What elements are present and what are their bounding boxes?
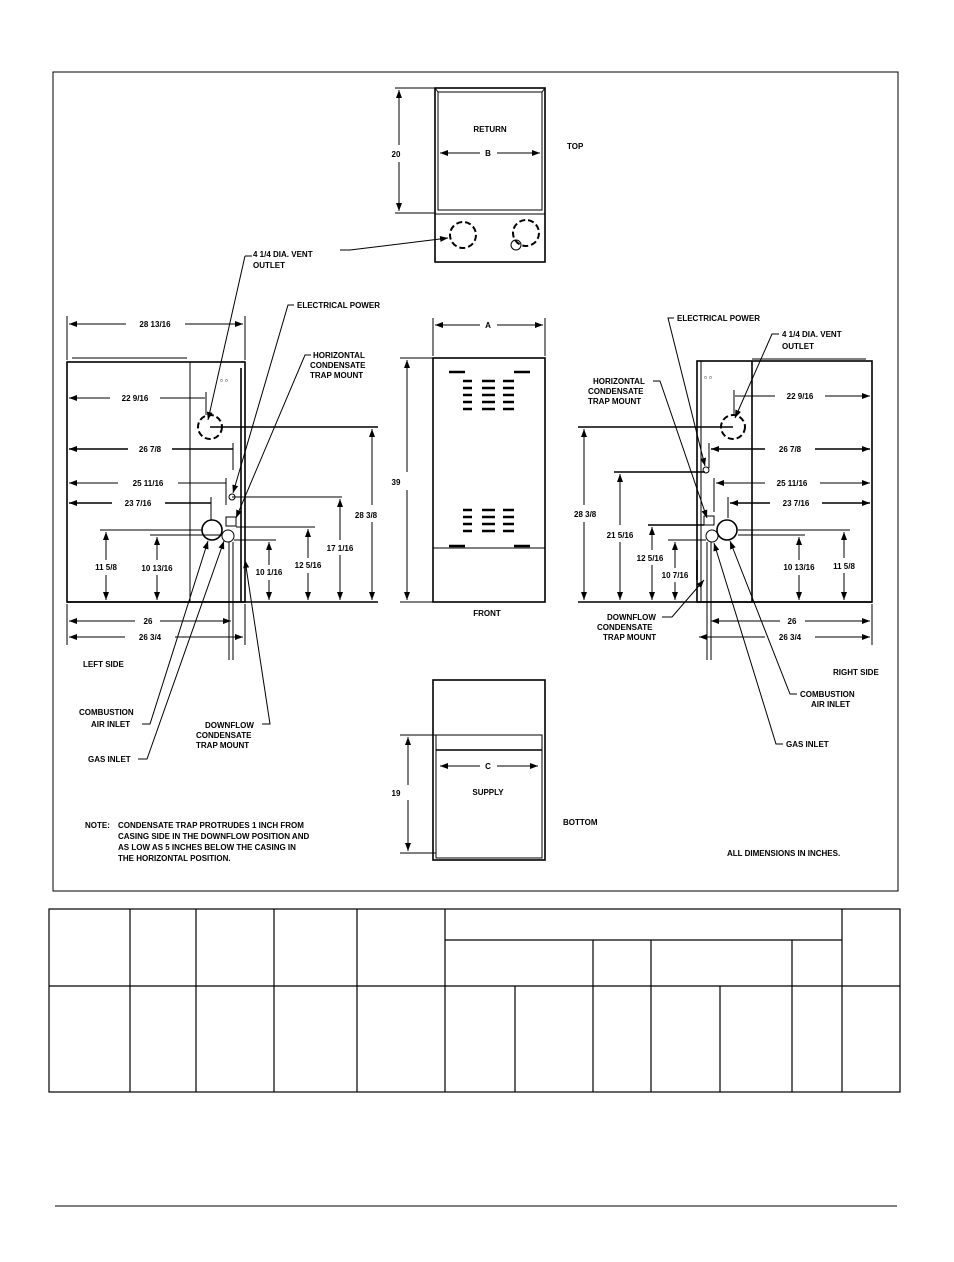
bottom-view-title: BOTTOM [563,818,598,827]
dim-overall-depth: 28 13/16 [139,320,171,329]
vent-outlet-label-2: OUTLET [782,342,814,351]
front-width-label: A [485,321,491,330]
gas-inlet-label: GAS INLET [88,755,131,764]
note: NOTE: CONDENSATE TRAP PROTRUDES 1 INCH F… [85,821,309,863]
combustion-air-label-2: AIR INLET [811,700,850,709]
bottom-width-label: C [485,762,491,771]
front-view-title: FRONT [473,609,501,618]
vent-outlet-label-2: OUTLET [253,261,285,270]
top-width-label: B [485,149,491,158]
dim-d3: 23 7/16 [783,499,810,508]
screw-holes: ▫ ▫ [220,376,228,385]
downflow-trap-label-3: TRAP MOUNT [196,741,249,750]
dim-h-vent: 28 3/8 [574,510,597,519]
dim-h-comb: 11 5/8 [95,563,117,572]
upper-louvers [449,370,530,411]
drawing-frame [52,71,899,892]
dim-b1: 26 [788,617,797,626]
dimensions-table [48,908,901,1093]
note-line: CASING SIDE IN THE DOWNFLOW POSITION AND [118,832,309,841]
dim-h-down: 10 7/16 [662,571,689,580]
bottom-depth-dim: 19 [392,789,401,798]
gas-inlet-icon [221,529,235,543]
top-view: RETURN B 20 TOP 4 1/4 DIA. VENT OUTLET [206,87,584,421]
dim-h-trap: 12 5/16 [295,561,322,570]
note-line: CONDENSATE TRAP PROTRUDES 1 INCH FROM [118,821,304,830]
front-view: A 39 FRONT [392,318,546,618]
electrical-knockout-icon [702,466,710,474]
left-side-title: LEFT SIDE [83,660,125,669]
dim-h-elec: 21 5/16 [607,531,634,540]
gas-inlet-label: GAS INLET [786,740,829,749]
horizontal-trap-label-2: CONDENSATE [310,361,366,370]
dim-vent: 22 9/16 [787,392,814,401]
downflow-trap-label-2: CONDENSATE [196,731,252,740]
dim-h-down: 10 1/16 [256,568,283,577]
horizontal-trap-label-3: TRAP MOUNT [310,371,363,380]
right-side-title: RIGHT SIDE [833,668,879,677]
vent-outlet-label-1: 4 1/4 DIA. VENT [253,250,313,259]
combustion-air-label-1: COMBUSTION [79,708,134,717]
left-side-view: ▫ ▫ 28 13/16 22 9/16 26 7/8 25 11/16 23 … [66,301,380,764]
downflow-trap-label-1: DOWNFLOW [205,721,254,730]
screw-holes: ▫ ▫ [704,373,712,382]
gas-inlet-icon [705,529,719,543]
horizontal-trap-label-3: TRAP MOUNT [588,397,641,406]
dim-h-gas: 10 13/16 [783,563,815,572]
dim-b2: 26 3/4 [139,633,162,642]
dim-vent: 22 9/16 [122,394,149,403]
units-note: ALL DIMENSIONS IN INCHES. [727,849,840,858]
vent-outlet-label-1: 4 1/4 DIA. VENT [782,330,842,339]
supply-label: SUPPLY [472,788,504,797]
note-label: NOTE: [85,821,110,830]
dim-d2: 25 11/16 [133,479,164,488]
electrical-power-label: ELECTRICAL POWER [297,301,380,310]
electrical-power-label: ELECTRICAL POWER [677,314,760,323]
combustion-air-label-1: COMBUSTION [800,690,855,699]
downflow-trap-label-2: CONDENSATE [597,623,653,632]
dim-b2: 26 3/4 [779,633,802,642]
downflow-trap-label-3: TRAP MOUNT [603,633,656,642]
dim-d2: 25 11/16 [777,479,808,488]
dim-h-gas: 10 13/16 [141,564,173,573]
horizontal-trap-label-1: HORIZONTAL [593,377,645,386]
dim-b1: 26 [144,617,153,626]
right-side-view: ▫ ▫ 22 9/16 26 7/8 25 11/16 23 7/16 28 3… [574,314,879,749]
top-depth-dim: 20 [392,150,401,159]
combustion-air-label-2: AIR INLET [91,720,130,729]
horizontal-trap-label-1: HORIZONTAL [313,351,365,360]
trap-mount-icon [225,516,237,527]
lower-louvers [449,508,530,548]
combustion-inlet-icon [716,519,738,541]
dim-h-trap: 12 5/16 [637,554,664,563]
note-line: THE HORIZONTAL POSITION. [118,854,231,863]
top-view-title: TOP [567,142,584,151]
dim-d3: 23 7/16 [125,499,152,508]
downflow-trap-label-1: DOWNFLOW [607,613,656,622]
dim-h-comb: 11 5/8 [833,562,855,571]
horizontal-trap-label-2: CONDENSATE [588,387,644,396]
dim-h-vent: 28 3/8 [355,511,378,520]
return-label: RETURN [473,125,507,134]
front-height-dim: 39 [392,478,401,487]
bottom-view: C SUPPLY 19 BOTTOM [392,679,598,861]
dim-h-elec: 17 1/16 [327,544,354,553]
trap-mount-icon [703,515,715,526]
note-line: AS LOW AS 5 INCHES BELOW THE CASING IN [118,843,296,852]
knockout-icon [512,219,540,247]
dim-d1: 26 7/8 [779,445,802,454]
vent-knockout-icon [449,221,477,249]
combustion-inlet-icon [201,519,223,541]
dim-d1: 26 7/8 [139,445,162,454]
